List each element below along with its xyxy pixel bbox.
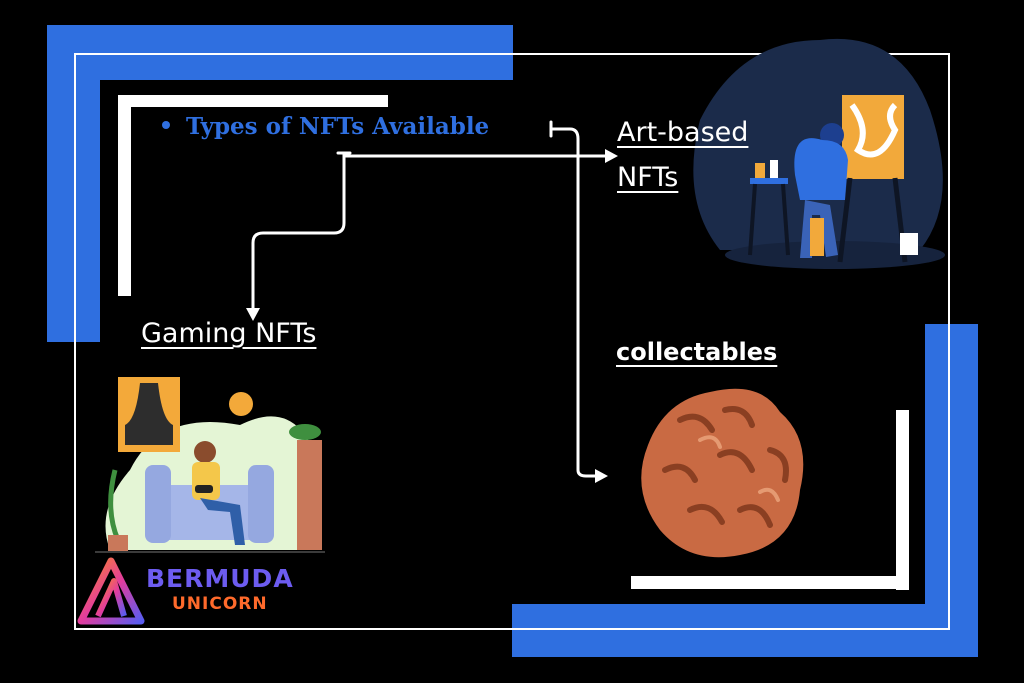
arrowheads — [246, 149, 618, 483]
paint-jar — [755, 163, 765, 178]
logo-line1: BERMUDA — [146, 564, 294, 593]
node-art-based-nfts: Art-based NFTs — [617, 117, 749, 193]
blue-bar-left — [47, 25, 100, 342]
paint-bottle — [770, 160, 778, 178]
white-corner-top — [118, 95, 388, 107]
plant-stem — [108, 469, 121, 541]
sofa-arm-right — [248, 465, 274, 543]
arrowhead-art — [605, 149, 618, 163]
game-controller — [195, 485, 213, 493]
connector-to-gaming — [251, 151, 352, 314]
curtain-left — [125, 383, 140, 425]
blue-bar-bottom — [512, 604, 978, 657]
wall-clock — [229, 392, 253, 416]
table-leg-left — [748, 183, 757, 256]
connectors — [251, 120, 614, 478]
gamer-head — [194, 441, 216, 463]
white-frame — [74, 53, 950, 630]
canvas-swirl — [849, 102, 899, 158]
blue-bar-right — [925, 324, 978, 657]
table-leg-right — [781, 183, 790, 256]
arrowhead-gaming — [246, 308, 260, 321]
logo-mark-icon — [77, 557, 145, 625]
painter-illustration — [693, 38, 945, 269]
white-corner-left — [118, 95, 131, 296]
bead-highlights — [698, 435, 780, 502]
gamer-illustration — [95, 377, 325, 553]
white-corner-right — [896, 410, 909, 590]
sofa-arm-left — [145, 465, 171, 543]
plant-pot — [108, 535, 128, 553]
collectable-bead-illustration — [641, 388, 804, 558]
arrowhead-collectables — [595, 469, 608, 483]
gamer-shirt — [192, 462, 220, 500]
curtain-right — [158, 383, 173, 425]
white-corner-bottom — [631, 576, 909, 589]
bermuda-unicorn-logo: BERMUDA UNICORN — [76, 556, 336, 626]
stool — [810, 218, 824, 256]
bead-ridges — [662, 406, 789, 528]
drawer-cabinet — [297, 440, 322, 550]
node-gaming-nfts: Gaming NFTs — [141, 318, 317, 349]
painter-legs — [800, 200, 838, 258]
painter-body — [794, 138, 848, 200]
bullet-types-of-nfts: Types of NFTs Available — [162, 113, 489, 140]
shelf-plant — [289, 424, 321, 440]
bullet-text: Types of NFTs Available — [186, 113, 490, 140]
bead-body — [641, 388, 804, 558]
blue-bar-top — [47, 25, 513, 80]
easel-leg-left — [837, 177, 853, 263]
bullet-dot-icon — [162, 121, 170, 129]
logo-line2: UNICORN — [172, 594, 268, 614]
frame-decoration — [47, 25, 978, 657]
connector-to-collectables — [549, 120, 602, 478]
gamer-legs — [200, 498, 245, 545]
side-table — [750, 178, 788, 184]
water-bucket — [900, 233, 918, 255]
node-collectables: collectables — [616, 338, 778, 366]
